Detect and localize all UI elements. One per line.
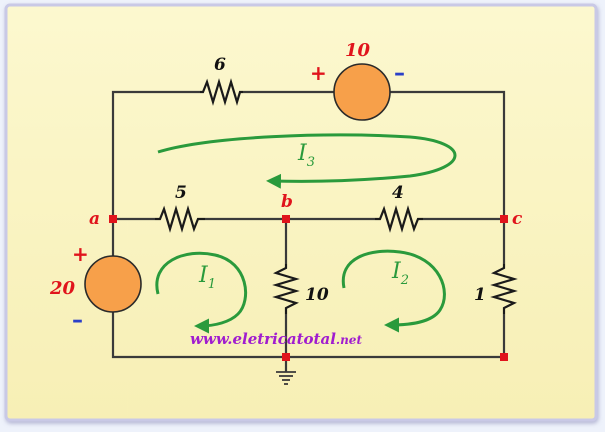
diagram-frame (4, 3, 598, 422)
node-bottom-right-marker (500, 353, 508, 361)
node-c-label: c (512, 209, 523, 229)
source-top-plus: + (310, 61, 327, 85)
source-top-value: 10 (345, 40, 371, 61)
resistor-4-label: 4 (392, 183, 404, 203)
loop-current-i1-arrow (155, 251, 247, 334)
site-watermark-suffix: .net (336, 333, 363, 347)
resistor-10-label: 10 (305, 285, 329, 305)
node-markers (109, 215, 508, 361)
node-a-label: a (89, 209, 100, 229)
current-i3-label: I3 (297, 141, 315, 170)
wires (111, 90, 506, 372)
resistor-1-label: 1 (474, 285, 486, 305)
site-watermark-main: www.eletricatotal (190, 330, 336, 348)
loop-current-i2-arrow (341, 249, 446, 333)
current-i3-sub: 3 (307, 155, 315, 170)
voltage-source-top (333, 63, 391, 121)
resistor-10 (272, 264, 300, 314)
node-b-label: b (281, 192, 293, 212)
source-top-minus: – (394, 61, 405, 86)
source-left-plus: + (72, 242, 89, 266)
source-left-minus: – (72, 308, 83, 333)
resistor-1 (490, 264, 518, 314)
resistor-5-label: 5 (175, 183, 187, 203)
current-i1-label: I1 (198, 263, 216, 292)
node-c-marker (500, 215, 508, 223)
loop-current-i3-arrow (157, 133, 457, 189)
current-i2-sub: 2 (400, 273, 409, 288)
current-i3-symbol: I (297, 141, 308, 166)
node-b-marker (282, 215, 290, 223)
site-watermark: www.eletricatotal.net (190, 330, 362, 348)
current-i2-label: I2 (391, 259, 409, 288)
current-i2-symbol: I (391, 259, 402, 284)
source-left-value: 20 (49, 278, 76, 299)
node-bottom-marker (282, 353, 290, 361)
voltage-source-left (84, 255, 142, 313)
node-a-marker (109, 215, 117, 223)
resistor-6-label: 6 (214, 55, 226, 75)
current-i1-symbol: I (198, 263, 209, 288)
resistor-5 (155, 205, 205, 233)
resistor-6 (200, 78, 243, 106)
resistor-4 (375, 205, 423, 233)
ground-icon (276, 371, 296, 385)
current-i1-sub: 1 (208, 277, 216, 292)
